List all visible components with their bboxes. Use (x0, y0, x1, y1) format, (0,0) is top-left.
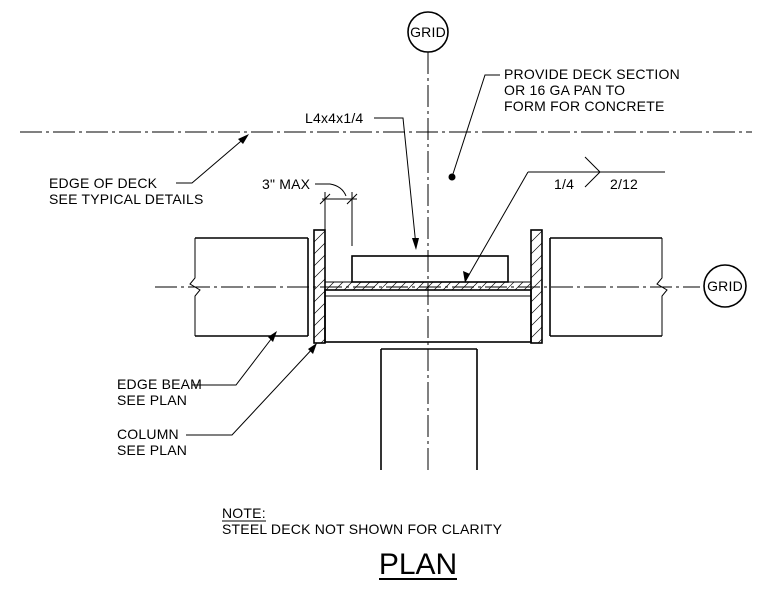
hatch-line (406, 281, 416, 291)
leader-edge-of-deck (176, 135, 248, 184)
hatch-line (523, 282, 532, 291)
hatch-line (313, 278, 326, 291)
hatch-line (451, 281, 461, 291)
plan-title: PLAN (379, 548, 457, 581)
hatch-line (325, 281, 335, 291)
leader-edge-beam (192, 333, 276, 386)
hatch-line (313, 326, 326, 339)
hatch-line (505, 281, 515, 291)
angle-plate (351, 255, 509, 283)
column-line2: SEE PLAN (117, 442, 187, 458)
grid-bubble-top: GRID (407, 11, 449, 53)
hatch-line (530, 278, 543, 291)
hatch-line (460, 281, 470, 291)
leader-edge-beam-arrow (268, 331, 277, 342)
leader-column-arrow (308, 343, 317, 354)
hatch-line (313, 242, 326, 255)
hatch-line (530, 254, 543, 267)
hatch-line (415, 281, 425, 291)
edge-beam-left (189, 237, 309, 337)
edge-beam-right (549, 237, 668, 337)
hatch-line (313, 290, 326, 303)
weld-size-label: 1/4 (554, 176, 574, 192)
hatch-line (388, 281, 398, 291)
leader-edge-arrow (238, 134, 249, 144)
max-gap-dimension (315, 183, 358, 246)
hatch-line (313, 314, 326, 327)
hatch-line (343, 281, 353, 291)
leader-column (186, 345, 316, 436)
hatch-line (530, 290, 543, 303)
edge-beam-line1: EDGE BEAM (117, 376, 202, 392)
hatch-line (397, 281, 407, 291)
hatch-line (424, 281, 434, 291)
hatch-line (514, 281, 524, 291)
angle-leg-left (313, 229, 326, 344)
grid-bubble-right: GRID (703, 264, 747, 308)
hatch-line (469, 281, 479, 291)
hatch-line (379, 281, 389, 291)
column (380, 348, 478, 470)
column-line1: COLUMN (117, 426, 179, 442)
note-provide-line1: PROVIDE DECK SECTION (504, 66, 680, 82)
note-title: NOTE: (222, 505, 266, 521)
hatch-line (530, 326, 543, 339)
weld-symbol (463, 156, 665, 283)
hatch-line (537, 338, 543, 344)
hatch-line (361, 281, 371, 291)
hatch-line (334, 281, 344, 291)
hatch-line (352, 281, 362, 291)
hatch-line (320, 338, 326, 344)
angle-label: L4x4x1/4 (305, 110, 363, 126)
hatch-line (530, 302, 543, 315)
hatch-line (530, 314, 543, 327)
hatch-line (442, 281, 452, 291)
hatch-line (530, 230, 543, 243)
edge-deck-line1: EDGE OF DECK (49, 175, 158, 191)
leader-angle-arrow (412, 238, 419, 250)
angle-leg-right (530, 229, 543, 344)
leader-provide-deck (451, 74, 500, 178)
hatch-line (496, 281, 506, 291)
hatch-line (313, 230, 326, 243)
hatch-line (313, 302, 326, 315)
hatch-line (370, 281, 380, 291)
grid-right-label: GRID (707, 278, 743, 294)
leader-angle (374, 117, 417, 247)
edge-beam-line2: SEE PLAN (117, 392, 187, 408)
hatch-line (478, 281, 488, 291)
hatch-line (313, 254, 326, 267)
max-gap-label: 3" MAX (262, 176, 311, 192)
note-provide-line2: OR 16 GA PAN TO (504, 82, 625, 98)
hatch-line (433, 281, 443, 291)
note-text: STEEL DECK NOT SHOWN FOR CLARITY (222, 521, 503, 537)
hatch-line (313, 266, 326, 279)
hatch-line (530, 242, 543, 255)
hatch-line (530, 266, 543, 279)
note-provide-line3: FORM FOR CONCRETE (504, 98, 665, 114)
grid-top-label: GRID (410, 24, 446, 40)
edge-deck-line2: SEE TYPICAL DETAILS (49, 191, 204, 207)
weld-pitch-label: 2/12 (610, 176, 638, 192)
hatch-line (487, 281, 497, 291)
